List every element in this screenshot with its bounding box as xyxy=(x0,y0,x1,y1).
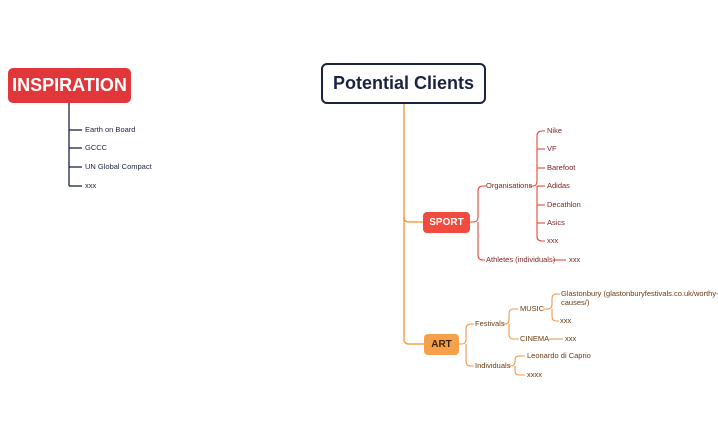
athletes-node[interactable]: Athletes (individuals) xyxy=(486,255,556,264)
organisation-item[interactable]: Nike xyxy=(547,126,563,135)
cinema-item[interactable]: xxx xyxy=(565,334,577,343)
individual-item[interactable]: Leonardo di Caprio xyxy=(527,351,591,360)
cinema-node[interactable]: CINEMA xyxy=(520,334,550,343)
inspiration-item[interactable]: GCCC xyxy=(85,143,108,152)
organisation-item[interactable]: Asics xyxy=(547,218,565,227)
organisation-item[interactable]: Adidas xyxy=(547,181,570,190)
root-node-potential-clients[interactable]: Potential Clients xyxy=(321,63,486,104)
organisation-item[interactable]: VF xyxy=(547,144,557,153)
music-item[interactable]: xxx xyxy=(560,316,572,325)
individuals-node[interactable]: Individuals xyxy=(475,361,511,370)
athlete-item[interactable]: xxx xyxy=(569,255,581,264)
inspiration-node[interactable]: INSPIRATION xyxy=(8,68,131,103)
organisations-node[interactable]: Organisations xyxy=(486,181,533,190)
individual-item[interactable]: xxxx xyxy=(527,370,542,379)
music-item-glastonbury-cont: causes/) xyxy=(561,298,590,307)
inspiration-item[interactable]: Earth on Board xyxy=(85,125,136,134)
organisation-item[interactable]: Barefoot xyxy=(547,163,576,172)
organisation-item[interactable]: Decathlon xyxy=(547,200,581,209)
inspiration-item[interactable]: xxx xyxy=(85,181,97,190)
festivals-node[interactable]: Festivals xyxy=(475,319,505,328)
music-item-glastonbury[interactable]: Glastonbury (glastonburyfestivals.co.uk/… xyxy=(561,289,718,298)
inspiration-item[interactable]: UN Global Compact xyxy=(85,162,152,171)
sport-node[interactable]: SPORT xyxy=(423,212,470,233)
music-node[interactable]: MUSIC xyxy=(520,304,545,313)
organisation-item[interactable]: xxx xyxy=(547,236,559,245)
art-node[interactable]: ART xyxy=(424,334,459,355)
